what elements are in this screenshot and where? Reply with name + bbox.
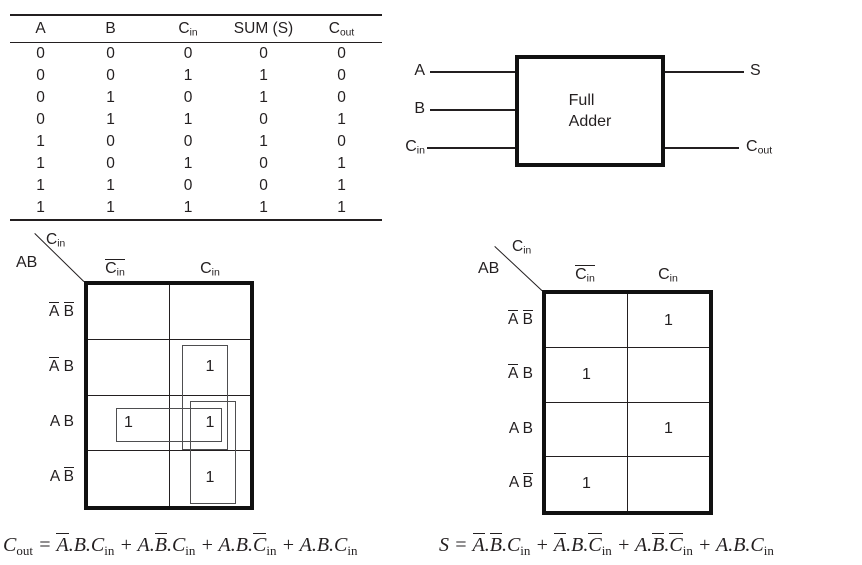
kmap-s-grid: 1 1 1 1	[542, 290, 713, 515]
input-label-cin: Cin	[405, 138, 425, 157]
kmap-s-col-header-cin: Cin	[658, 266, 678, 285]
kmap-s-row-header-anb: A B	[508, 473, 533, 491]
kmap-cout-col-header-ncin: Cin	[105, 259, 125, 279]
kmap-cell: 1	[170, 340, 250, 396]
kmap-cell: 1	[205, 469, 215, 487]
kmap-cell	[88, 450, 170, 506]
kmap-cout-row-header-nanb: A B	[49, 302, 74, 320]
full-adder-label: Full Adder	[568, 92, 612, 130]
kmap-cell: 1	[546, 348, 628, 403]
kmap-cell	[628, 457, 709, 511]
equation-s: S = A.B.Cin + A.B.Cin + A.B.Cin + A.B.Ci…	[439, 533, 774, 558]
input-wire-a	[430, 71, 515, 73]
kmap-cout-row-header-nab: A B	[49, 357, 74, 375]
kmap-s-row-header-nab: A B	[508, 364, 533, 382]
kmap-cell	[546, 294, 628, 349]
truth-table-header-cin: Cin	[150, 15, 226, 43]
kmap-cout-row-header-ab: A B	[49, 413, 74, 430]
kmap-s-side-var: AB	[478, 260, 500, 277]
truth-table-header-b: B	[71, 15, 150, 43]
input-label-b: B	[414, 100, 425, 117]
kmap-cell: 1	[628, 403, 709, 457]
kmap-group-rect-a-cin	[190, 401, 236, 504]
input-label-a: A	[414, 62, 425, 79]
kmap-group-rect-a-b	[116, 408, 222, 442]
truth-table-header-cout: Cout	[301, 15, 382, 43]
kmap-cell: 1	[546, 456, 628, 511]
kmap-s-col-header-ncin: Cin	[575, 265, 595, 285]
full-adder-box: Full Adder	[515, 55, 665, 167]
truth-table-header-sum: SUM (S)	[226, 15, 301, 43]
kmap-s-row-header-ab: A B	[508, 420, 533, 437]
output-wire-cout	[665, 147, 739, 149]
kmap-cout-col-header-cin: Cin	[200, 260, 220, 279]
kmap-cell: 1	[628, 294, 709, 349]
equation-cout: Cout = A.B.Cin + A.B.Cin + A.B.Cin + A.B…	[3, 533, 358, 558]
kmap-cell: 1	[88, 395, 170, 451]
kmap-cell	[546, 402, 628, 457]
output-wire-s	[665, 71, 744, 73]
kmap-cell	[628, 348, 709, 403]
output-label-cout: Cout	[746, 138, 773, 157]
input-wire-b	[430, 109, 515, 111]
kmap-s-corner-var: Cin	[512, 238, 532, 257]
kmap-cell	[88, 285, 170, 341]
kmap-group-rect-b-cin	[182, 345, 228, 450]
kmap-cell: 1	[170, 396, 250, 451]
kmap-cout-side-var: AB	[16, 254, 38, 271]
kmap-s-row-header-nanb: A B	[508, 310, 533, 328]
kmap-cell	[88, 340, 170, 396]
truth-table-header-a: A	[10, 15, 71, 43]
kmap-cout-corner-var: Cin	[46, 231, 66, 250]
output-label-s: S	[750, 62, 761, 79]
input-wire-cin	[427, 147, 515, 149]
kmap-cout-grid: 1 1 1 1	[84, 281, 254, 510]
kmap-cout-row-header-anb: A B	[49, 467, 74, 485]
truth-table-header-row: A B Cin SUM (S) Cout	[10, 15, 382, 43]
kmap-cell	[170, 285, 250, 341]
